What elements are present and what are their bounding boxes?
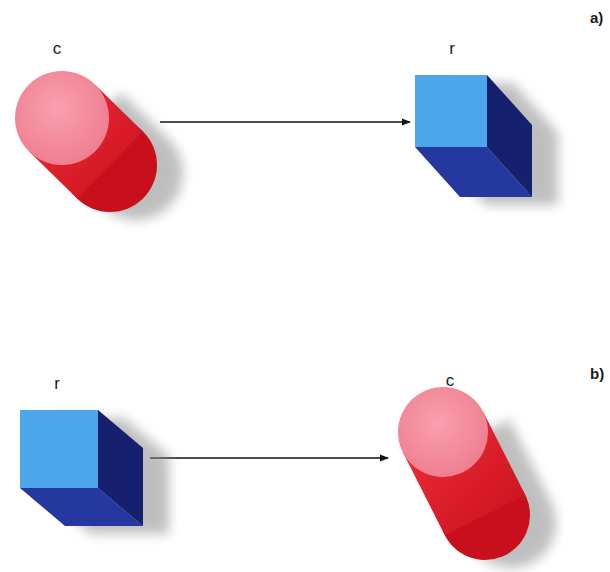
cube-face [20, 410, 98, 488]
cylinder-outline [10, 65, 160, 220]
cylinder-outline [388, 390, 538, 562]
cylinder-face [398, 387, 488, 477]
arrow-line [160, 121, 410, 123]
shape-letter: r [449, 40, 455, 57]
cylinder-block: c [388, 390, 538, 562]
arrow-line [150, 457, 388, 459]
cube-bottom [20, 488, 143, 526]
cylinder-block: c [10, 65, 160, 220]
cube-outline [410, 70, 535, 215]
shape-letter: c [53, 40, 62, 57]
cylinder-face [15, 71, 109, 165]
panel-letter: b) [590, 366, 604, 381]
cube-block: r [410, 70, 535, 215]
shape-letter: r [54, 375, 60, 392]
panel-letter: a) [590, 10, 603, 25]
cube-bottom [415, 147, 532, 197]
cube-outline [15, 405, 150, 530]
cube-block: r [15, 405, 150, 530]
shape-letter: c [446, 372, 455, 389]
cube-face [415, 75, 487, 147]
